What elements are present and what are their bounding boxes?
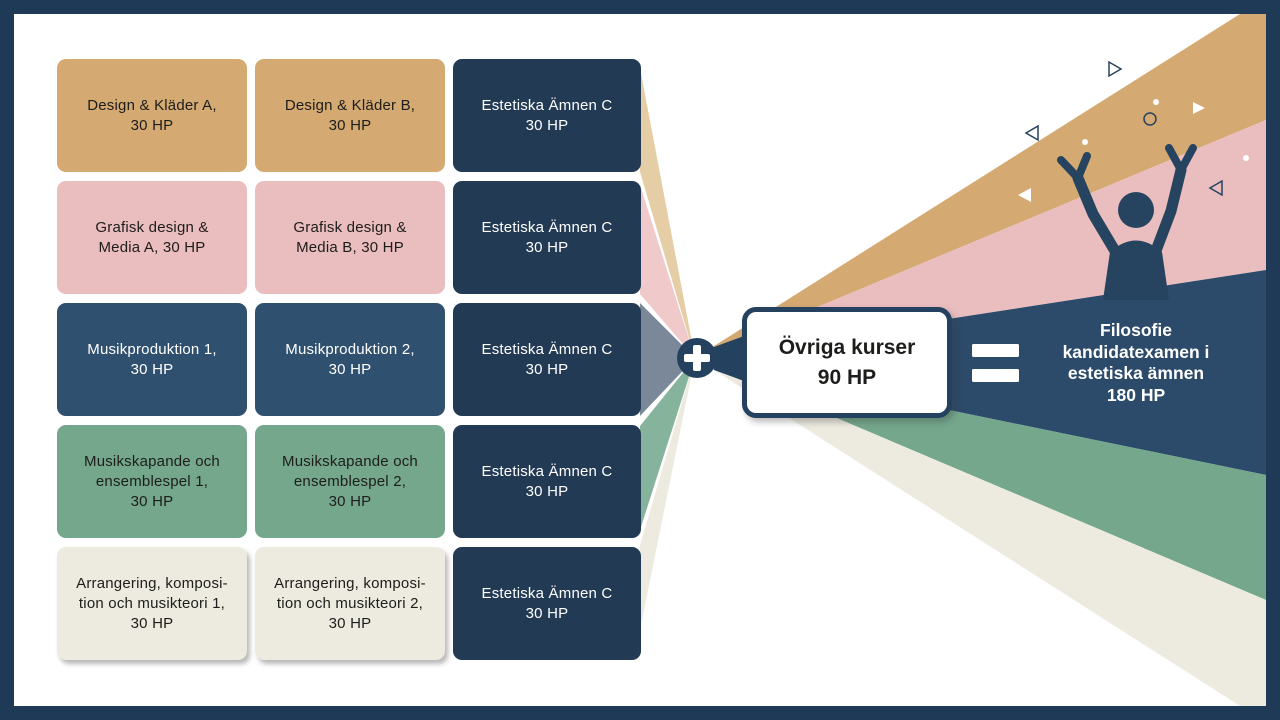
triangle-icon (1018, 188, 1031, 202)
wedge-cream (695, 358, 1266, 706)
plus-connector (714, 336, 744, 381)
wedge-pink (695, 120, 1266, 358)
course-card: Estetiska Ämnen C 30 HP (453, 181, 641, 294)
circle-outline-icon (1143, 112, 1157, 126)
dot-icon (1153, 99, 1159, 105)
course-card: Design & Kläder B, 30 HP (255, 59, 445, 172)
course-card: Musikproduktion 2, 30 HP (255, 303, 445, 416)
triangle-outline-icon (1108, 60, 1123, 78)
equals-icon (972, 344, 1019, 382)
course-card: Musikproduktion 1, 30 HP (57, 303, 247, 416)
triangle-outline-icon (1024, 124, 1039, 142)
course-card: Estetiska Ämnen C 30 HP (453, 425, 641, 538)
dot-icon (1082, 139, 1088, 145)
course-card: Musikskapande och ensemblespel 2, 30 HP (255, 425, 445, 538)
confetti-decorations (1018, 60, 1249, 202)
ray-green (640, 358, 695, 530)
triangle-outline-icon (1208, 179, 1223, 197)
triangle-icon (1193, 102, 1205, 114)
course-card: Arrangering, komposi- tion och musikteor… (57, 547, 247, 660)
course-card: Estetiska Ämnen C 30 HP (453, 547, 641, 660)
plus-icon (677, 338, 717, 378)
course-card: Design & Kläder A, 30 HP (57, 59, 247, 172)
person-celebrating-icon (1057, 144, 1197, 300)
course-card: Estetiska Ämnen C 30 HP (453, 59, 641, 172)
course-card: Musikskapande och ensemblespel 1, 30 HP (57, 425, 247, 538)
degree-result-text: Filosofie kandidatexamen i estetiska ämn… (1062, 320, 1210, 405)
ray-pink (640, 185, 695, 358)
course-card: Arrangering, komposi- tion och musikteor… (255, 547, 445, 660)
wedge-tan (695, 14, 1266, 358)
other-courses-box: Övriga kurser 90 HP (742, 307, 952, 418)
ray-cream (640, 358, 695, 630)
ray-tan (640, 68, 695, 358)
course-card: Estetiska Ämnen C 30 HP (453, 303, 641, 416)
course-card: Grafisk design & Media B, 30 HP (255, 181, 445, 294)
dot-icon (1243, 155, 1249, 161)
course-grid: Design & Kläder A, 30 HP Design & Kläder… (57, 59, 641, 660)
course-card: Grafisk design & Media A, 30 HP (57, 181, 247, 294)
ray-gray (640, 303, 695, 416)
